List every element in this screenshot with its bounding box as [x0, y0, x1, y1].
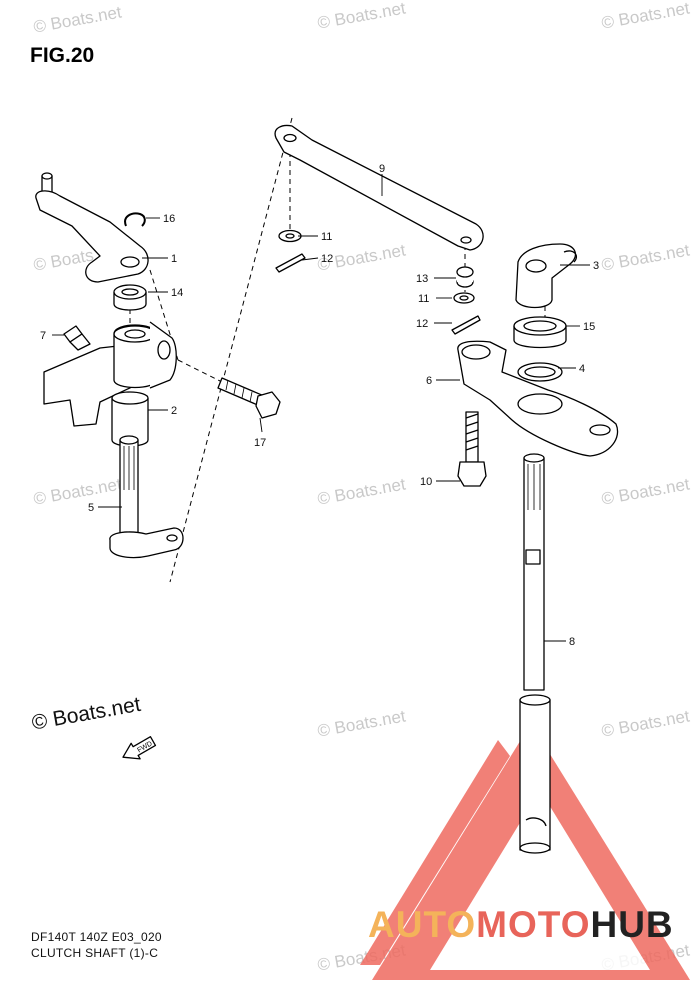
callout-12: 12 [416, 318, 428, 330]
part-3-lever [515, 243, 578, 309]
callout-13: 13 [416, 273, 428, 285]
footer-model: DF140T 140Z E03_020 [31, 930, 162, 944]
brand-logo-triangle [360, 738, 690, 980]
callout-14: 14 [171, 287, 183, 299]
part-6-bracket [457, 340, 619, 457]
footer-title: CLUTCH SHAFT (1)-C [31, 946, 159, 960]
callout-8: 8 [569, 636, 575, 648]
part-11-washer-left [278, 229, 302, 243]
callout-5: 5 [88, 502, 94, 514]
fwd-arrow-icon: FWD [122, 736, 157, 760]
callout-17: 17 [254, 437, 266, 449]
callout-9: 9 [379, 163, 385, 175]
brand-logo-text: AUTOMOTOHUB [368, 904, 674, 946]
part-16-clip [124, 212, 146, 227]
callout-16: 16 [163, 213, 175, 225]
callout-11: 11 [321, 231, 332, 243]
part-17-bolt [217, 377, 281, 419]
fwd-label: FWD [136, 740, 153, 754]
callout-4: 4 [579, 363, 585, 375]
part-8-clutch-shaft [519, 453, 551, 854]
callout-2: 2 [171, 405, 177, 417]
part-15-bushing [513, 316, 567, 349]
part-10-bolt [457, 411, 487, 487]
part-12-cotter-pin-left [275, 253, 306, 273]
part-4-ring [517, 362, 563, 382]
callout-7: 7 [40, 330, 46, 342]
callout-6: 6 [426, 375, 432, 387]
brand-moto: MOTO [476, 904, 591, 945]
callout-leaders [52, 174, 590, 642]
part-13-bushing [456, 266, 474, 288]
callout-10: 10 [420, 476, 432, 488]
callout-12: 12 [321, 253, 333, 265]
part-2-housing [43, 321, 177, 447]
part-5-shift-shaft [109, 435, 184, 559]
part-12-cotter-pin-right [451, 315, 481, 335]
callout-3: 3 [593, 260, 599, 272]
part-1-shift-lever [35, 172, 149, 283]
callout-15: 15 [583, 321, 595, 333]
brand-hub: HUB [590, 904, 674, 945]
part-11-washer-right [453, 292, 475, 304]
part-7-grease-fitting [63, 325, 91, 351]
callout-11: 11 [418, 293, 429, 305]
brand-auto: AUTO [368, 904, 477, 945]
callouts: 1 2 3 4 5 6 7 8 9 10 11 11 12 12 13 14 1… [40, 163, 599, 648]
part-9-link-arm [274, 124, 484, 251]
part-14-bushing [113, 284, 147, 311]
figure-title: FIG.20 [30, 44, 95, 67]
callout-1: 1 [171, 253, 177, 265]
